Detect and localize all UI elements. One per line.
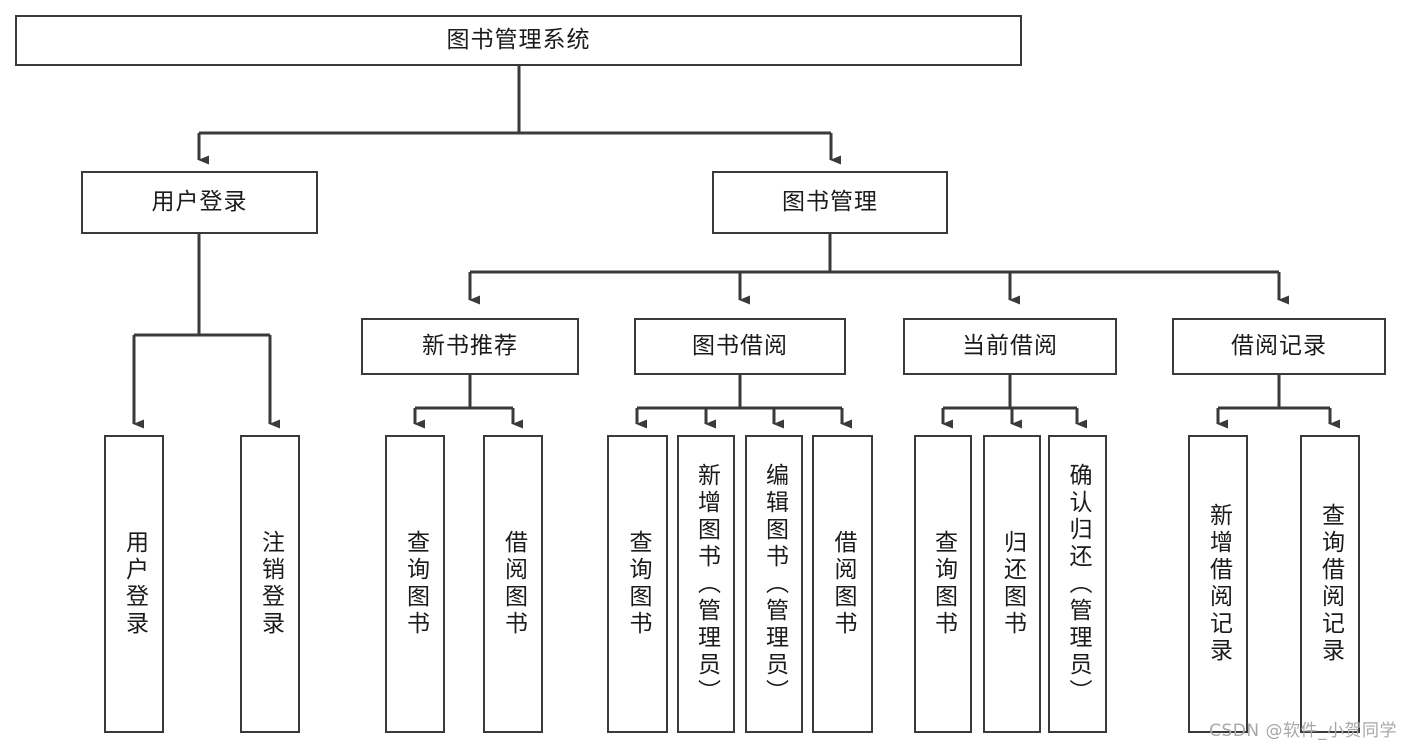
leaf-book-borrow-edit[interactable]: 编辑图书（管理员） (745, 435, 803, 733)
node-root-system[interactable]: 图书管理系统 (15, 15, 1022, 66)
leaf-user-login-login[interactable]: 用户登录 (104, 435, 164, 733)
leaf-book-borrow-borrow[interactable]: 借阅图书 (812, 435, 873, 733)
leaf-book-borrow-add[interactable]: 新增图书（管理员） (677, 435, 735, 733)
leaf-user-login-logout[interactable]: 注销登录 (240, 435, 300, 733)
node-label: 借阅图书 (500, 530, 527, 638)
node-new-book-recommend[interactable]: 新书推荐 (361, 318, 579, 375)
node-label: 借阅图书 (830, 530, 856, 638)
node-label: 查询借阅记录 (1317, 503, 1344, 665)
leaf-current-borrow-return[interactable]: 归还图书 (983, 435, 1041, 733)
node-label: 新增借阅记录 (1205, 503, 1232, 665)
leaf-new-book-query[interactable]: 查询图书 (385, 435, 445, 733)
leaf-borrow-record-add[interactable]: 新增借阅记录 (1188, 435, 1248, 733)
leaf-book-borrow-query[interactable]: 查询图书 (607, 435, 668, 733)
node-label: 注销登录 (257, 530, 284, 638)
leaf-current-borrow-confirm-return[interactable]: 确认归还（管理员） (1048, 435, 1107, 733)
node-label: 用户登录 (151, 188, 248, 215)
node-label: 归还图书 (999, 530, 1026, 638)
node-label: 查询图书 (930, 530, 957, 638)
node-label: 借阅记录 (1231, 332, 1327, 359)
node-current-borrow[interactable]: 当前借阅 (903, 318, 1117, 375)
node-book-management[interactable]: 图书管理 (712, 171, 948, 234)
node-label: 图书管理 (782, 188, 878, 215)
leaf-borrow-record-query[interactable]: 查询借阅记录 (1300, 435, 1360, 733)
node-label: 当前借阅 (962, 332, 1058, 359)
leaf-new-book-borrow[interactable]: 借阅图书 (483, 435, 543, 733)
node-label: 用户登录 (121, 530, 148, 638)
node-label: 图书管理系统 (446, 26, 591, 53)
node-label: 图书借阅 (692, 332, 788, 359)
watermark-text: CSDN @软件_小贺同学 (1209, 721, 1397, 741)
node-label: 新书推荐 (422, 332, 518, 359)
node-label: 编辑图书（管理员） (761, 462, 788, 706)
node-label: 确认归还（管理员） (1065, 462, 1091, 706)
node-borrow-record[interactable]: 借阅记录 (1172, 318, 1386, 375)
node-label: 查询图书 (402, 530, 429, 638)
node-label: 新增图书（管理员） (693, 462, 720, 706)
node-label: 查询图书 (625, 530, 651, 638)
node-user-login[interactable]: 用户登录 (81, 171, 318, 234)
leaf-current-borrow-query[interactable]: 查询图书 (914, 435, 972, 733)
node-book-borrow[interactable]: 图书借阅 (634, 318, 846, 375)
